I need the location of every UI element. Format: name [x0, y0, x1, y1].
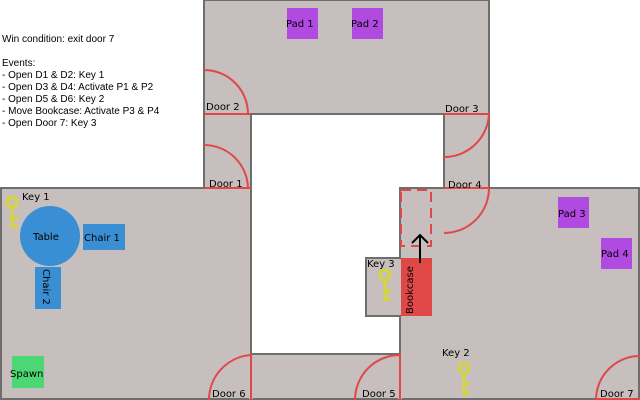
key-label: Key 1 [22, 192, 50, 203]
door-label: Door 7 [600, 389, 634, 400]
door-2[interactable] [203, 69, 251, 115]
event-item: - Open D5 & D6: Key 2 [2, 94, 105, 105]
door-6[interactable] [207, 354, 252, 400]
svg-text:Pad 4: Pad 4 [601, 249, 629, 260]
pad-2[interactable]: Pad 2 [351, 8, 383, 39]
event-item: - Open D1 & D2: Key 1 [2, 70, 105, 81]
pad-3[interactable]: Pad 3 [558, 197, 589, 228]
door-1[interactable] [203, 144, 251, 189]
svg-text:Table: Table [32, 232, 59, 243]
event-item: - Move Bookcase: Activate P3 & P4 [2, 106, 160, 117]
event-item: - Open D3 & D4: Activate P1 & P2 [2, 82, 154, 93]
key-icon[interactable] [5, 195, 471, 396]
chair-1: Chair 1 [83, 224, 125, 250]
svg-text:Pad 1: Pad 1 [286, 19, 314, 30]
door-5[interactable] [354, 354, 401, 400]
door-label: Door 4 [448, 180, 482, 191]
pad-1[interactable]: Pad 1 [286, 8, 318, 39]
event-item: - Open Door 7: Key 3 [2, 118, 97, 129]
spawn: Spawn [10, 356, 44, 388]
svg-text:Spawn: Spawn [10, 369, 43, 380]
door-label: Door 1 [209, 179, 243, 190]
pad-4[interactable]: Pad 4 [601, 238, 632, 269]
door-label: Door 6 [212, 389, 246, 400]
svg-text:Bookcase: Bookcase [405, 266, 416, 314]
door-label: Door 5 [362, 389, 396, 400]
svg-text:Chair 2: Chair 2 [40, 269, 51, 305]
win-condition: Win condition: exit door 7 [2, 34, 115, 45]
svg-text:Chair 1: Chair 1 [84, 233, 120, 244]
key-label: Key 2 [442, 348, 470, 359]
door-3[interactable] [443, 113, 490, 159]
bookcase[interactable]: Bookcase [401, 258, 432, 316]
door-label: Door 3 [445, 104, 479, 115]
svg-text:Pad 3: Pad 3 [558, 209, 586, 220]
info-panel: Win condition: exit door 7 Events: - Ope… [2, 34, 198, 130]
key3-alcove [365, 257, 401, 317]
top-room [203, 0, 490, 115]
arrow-up-icon [411, 233, 429, 263]
table: Table [20, 206, 80, 266]
events-title: Events: [2, 58, 36, 69]
bookcase-target-outline [400, 189, 432, 247]
door-7[interactable] [595, 355, 640, 400]
right-room [399, 187, 640, 400]
door-label: Door 2 [206, 102, 240, 113]
key-label: Key 3 [367, 259, 395, 270]
door-4[interactable] [443, 187, 490, 234]
svg-text:Pad 2: Pad 2 [351, 19, 379, 30]
chair-2: Chair 2 [35, 267, 61, 309]
